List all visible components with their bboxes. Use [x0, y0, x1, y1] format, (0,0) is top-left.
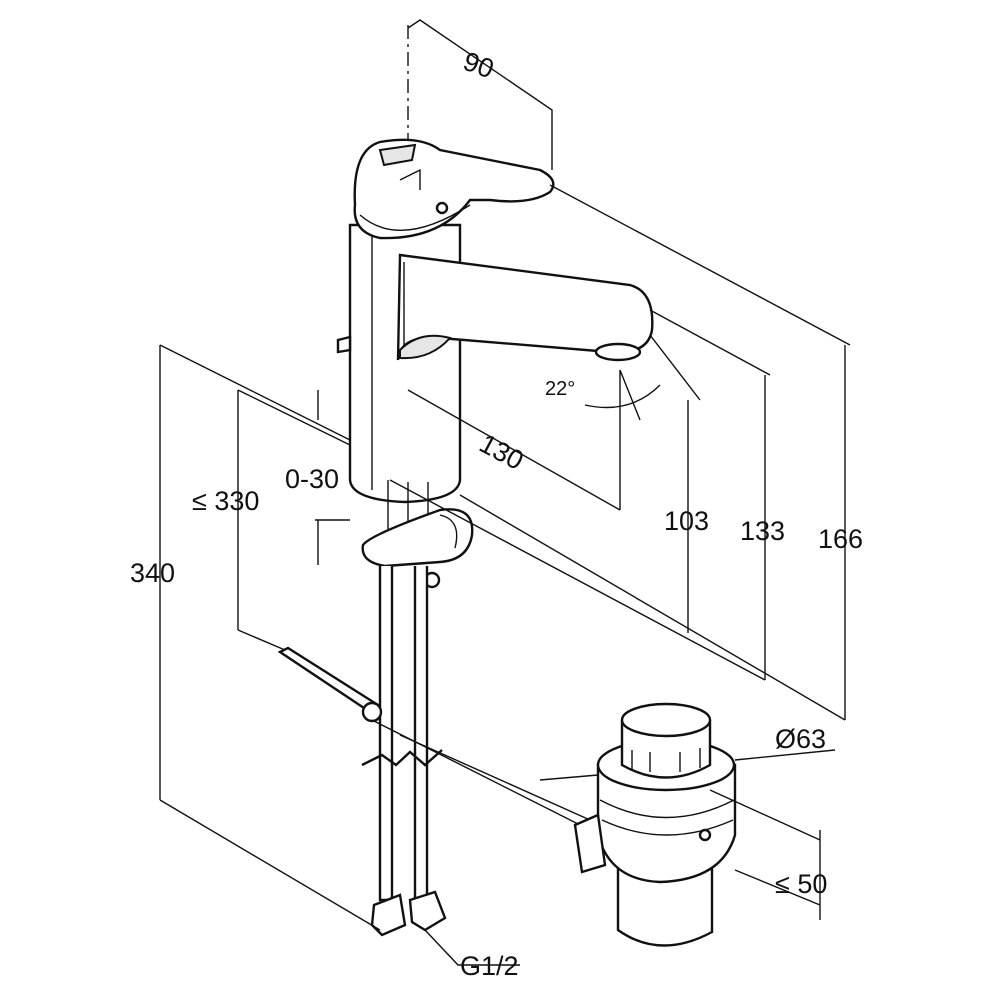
dim-body-height: 133: [740, 516, 785, 546]
dim-waste-diameter: Ø63: [775, 724, 826, 754]
dim-hose-length: ≤ 330: [192, 486, 259, 516]
dim-overall-length: 340: [130, 558, 175, 588]
dim-lever-reach: 90: [459, 46, 497, 84]
dim-spray-angle: 22°: [545, 378, 575, 400]
dim-connection-thread: G1/2: [460, 951, 519, 981]
faucet: [277, 138, 654, 937]
dim-waste-depth: ≤ 50: [775, 869, 827, 899]
dim-spout-reach: 130: [475, 428, 529, 476]
dim-spout-height: 103: [664, 506, 709, 536]
pop-up-waste: [573, 702, 737, 947]
dim-total-height: 166: [818, 524, 863, 554]
dim-deck-thickness: 0-30: [285, 464, 339, 494]
dimension-lines: [159, 19, 851, 966]
